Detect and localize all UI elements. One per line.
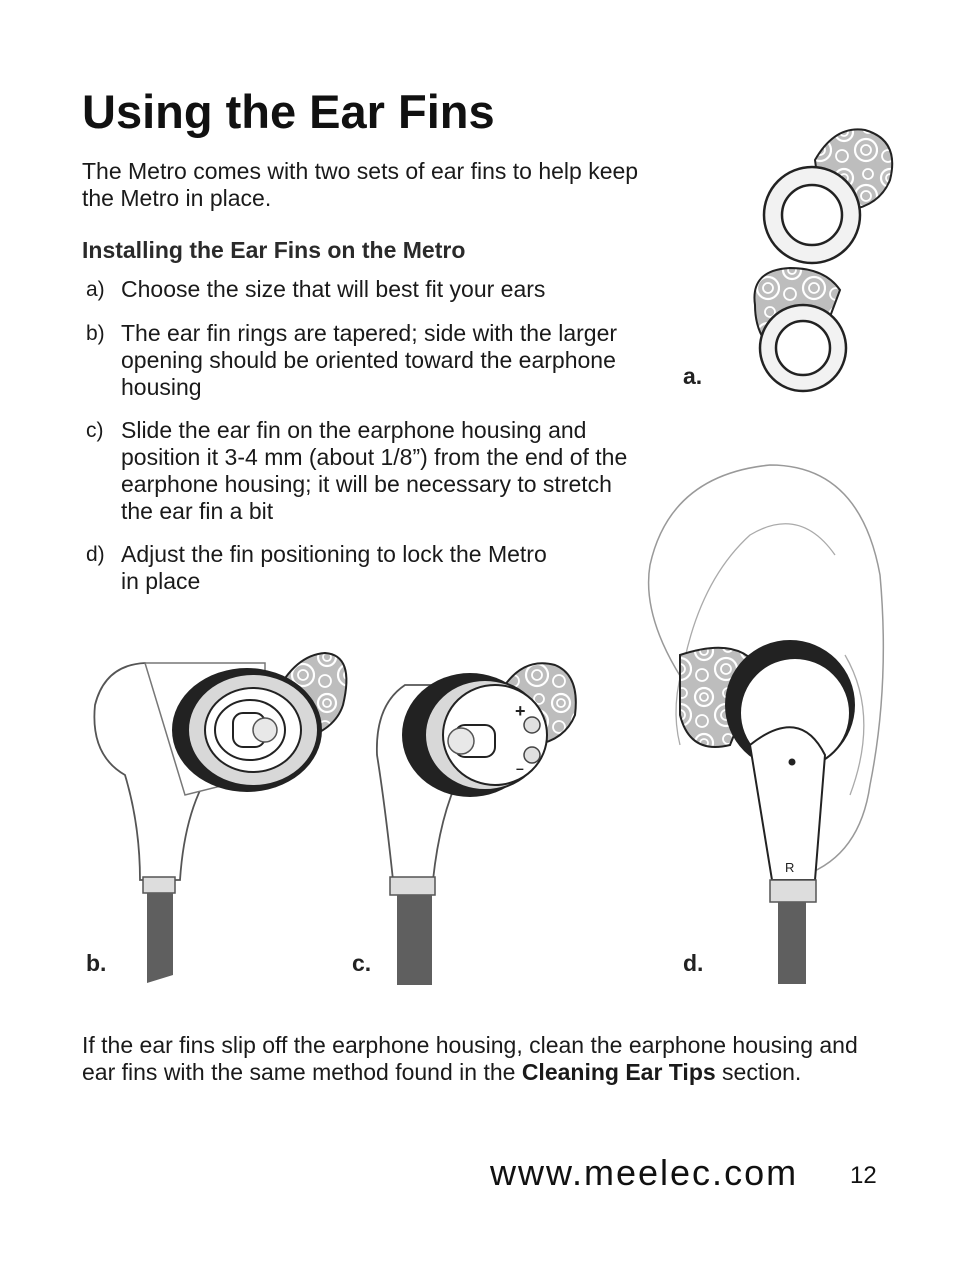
figure-d-earphone-in-ear: R — [647, 464, 885, 984]
step-text: Adjust the fin positioning to lock the M… — [121, 541, 547, 594]
figure-label-c: c. — [352, 950, 372, 976]
right-marking: R — [785, 860, 794, 875]
figure-b-earphone-with-fin — [93, 651, 348, 983]
section-heading: Installing the Ear Fins on the Metro — [82, 237, 466, 263]
step-a: a) Choose the size that will best fit yo… — [86, 276, 646, 303]
step-letter: c) — [86, 419, 104, 442]
figure-label-b: b. — [86, 950, 107, 976]
minus-marking: – — [516, 760, 524, 776]
step-text: Slide the ear fin on the earphone housin… — [121, 417, 628, 524]
page-title: Using the Ear Fins — [82, 85, 495, 138]
figure-label-d: d. — [683, 950, 704, 976]
step-d: d) Adjust the fin positioning to lock th… — [86, 541, 566, 595]
outro-text-end: section. — [715, 1059, 802, 1085]
outro-bold-link-text: Cleaning Ear Tips — [521, 1059, 716, 1085]
outro-paragraph: If the ear fins slip off the earphone ho… — [82, 1032, 882, 1086]
website-url: www.meelec.com — [490, 1152, 799, 1193]
step-letter: d) — [86, 543, 105, 566]
step-c: c) Slide the ear fin on the earphone hou… — [86, 417, 646, 525]
outro-text: If the ear fins slip off the earphone ho… — [82, 1032, 858, 1085]
step-letter: a) — [86, 278, 105, 301]
plus-marking: + — [515, 701, 526, 721]
step-b: b) The ear fin rings are tapered; side w… — [86, 320, 646, 401]
step-text: The ear fin rings are tapered; side with… — [121, 320, 618, 400]
step-letter: b) — [86, 322, 105, 345]
intro-paragraph: The Metro comes with two sets of ear fin… — [82, 158, 639, 211]
step-text: Choose the size that will best fit your … — [121, 276, 546, 302]
figure-a-ear-fins — [753, 128, 894, 393]
figure-c-earphone-installed: + – — [376, 662, 577, 985]
page-number: 12 — [850, 1162, 877, 1189]
figure-label-a: a. — [683, 363, 703, 389]
